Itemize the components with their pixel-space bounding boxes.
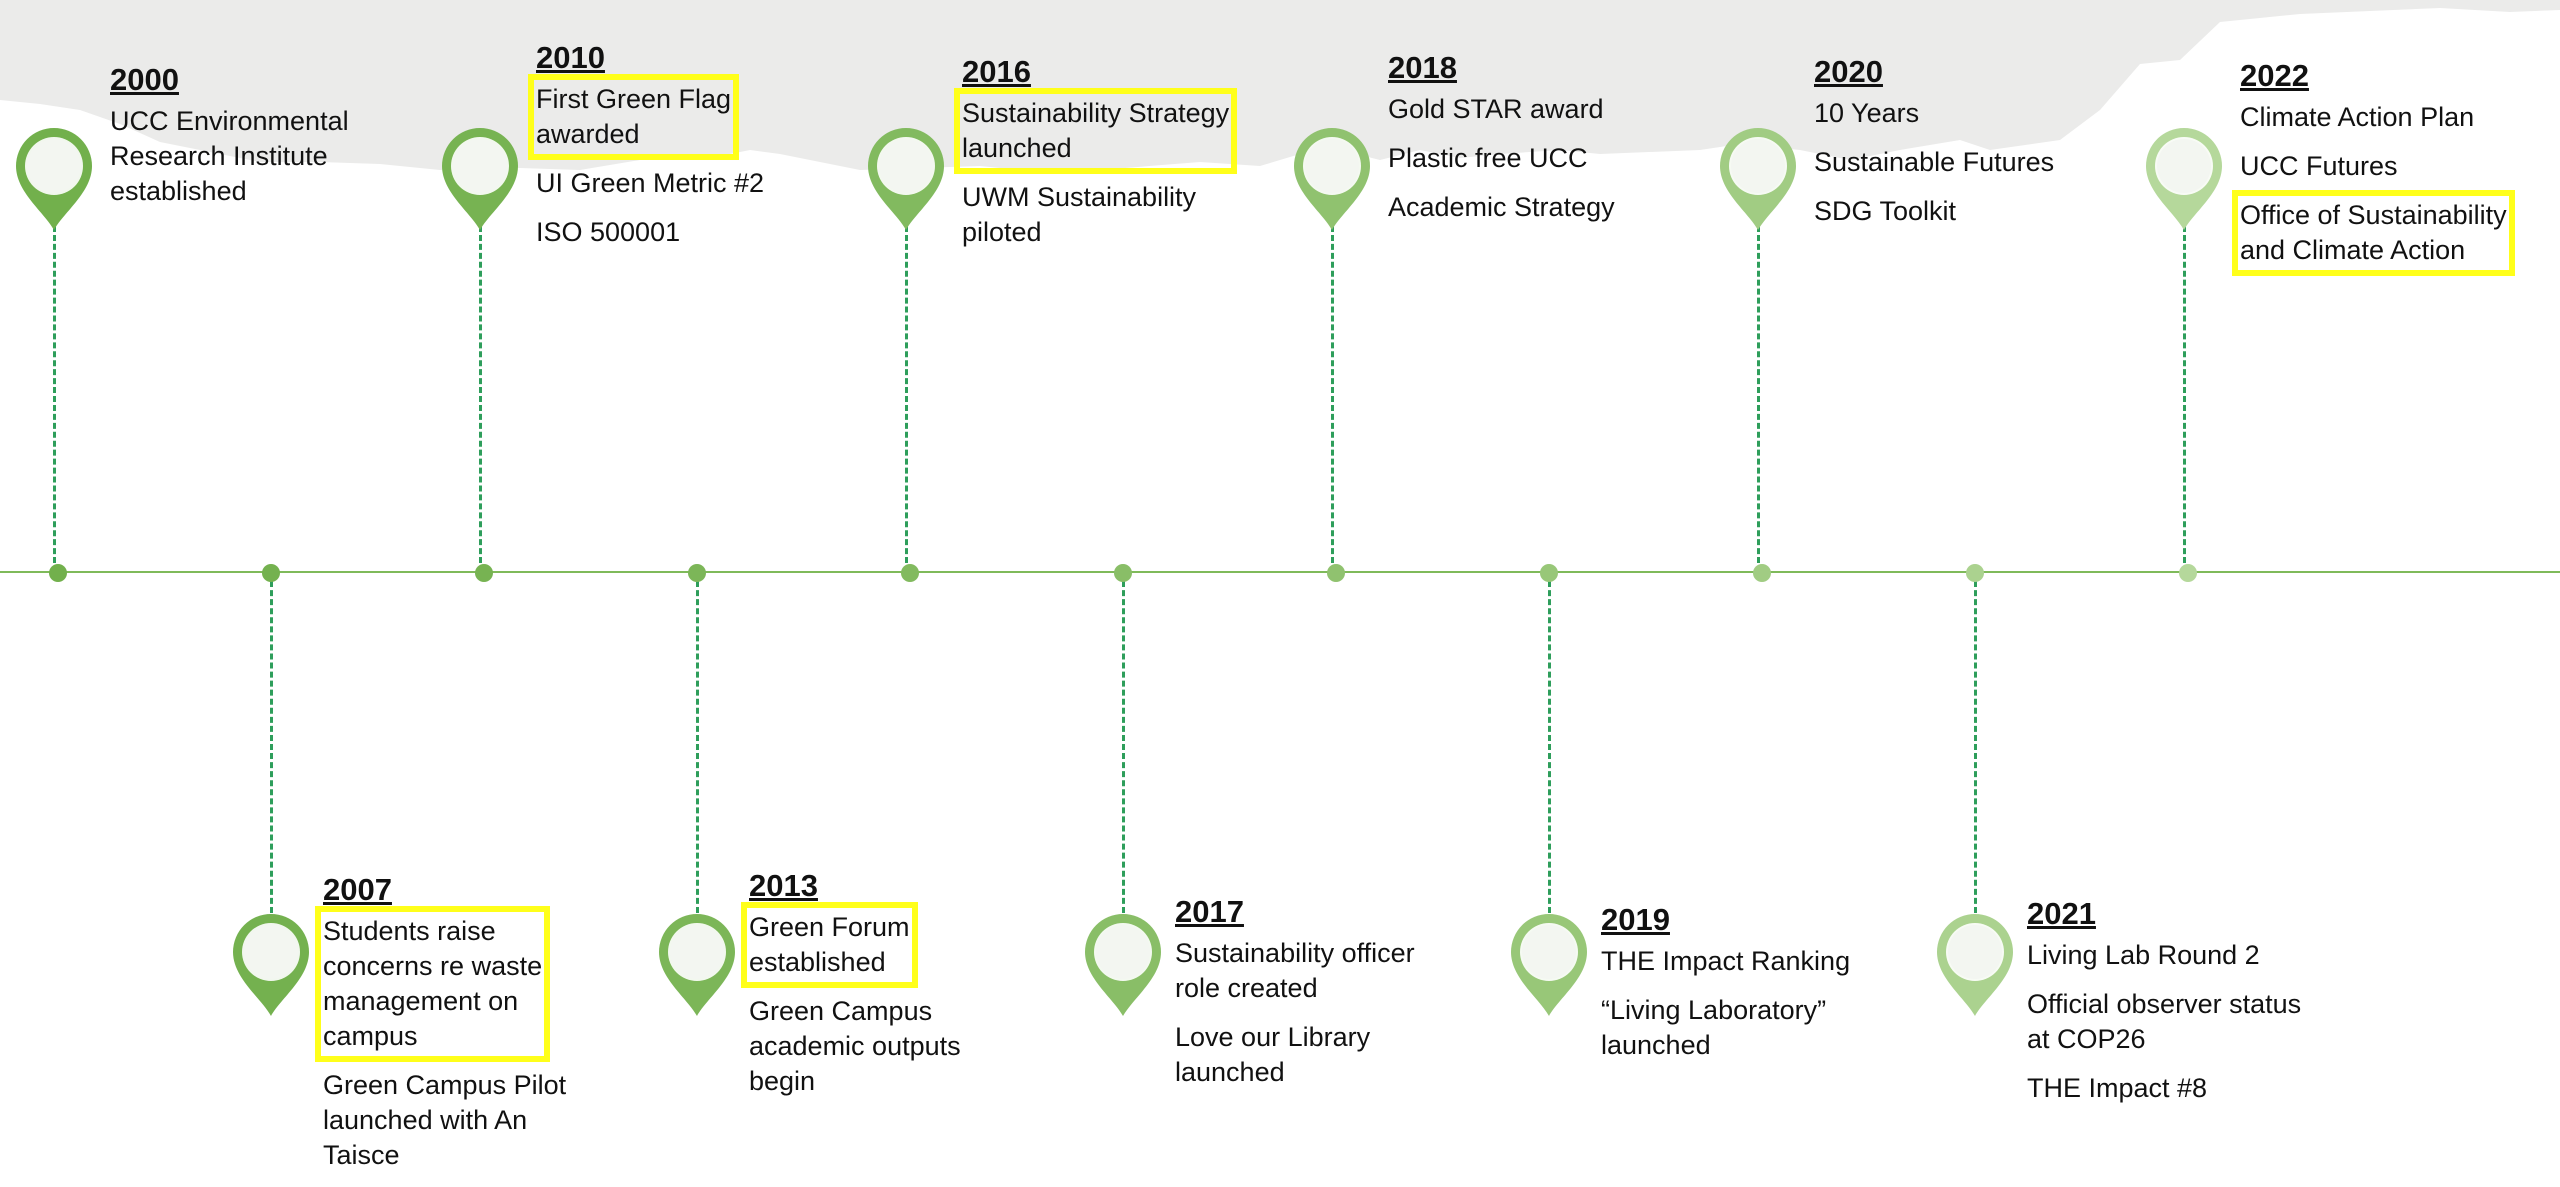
milestone-text: Green Campus academic outputs begin (749, 996, 961, 1096)
timeline-marker-2022 (2179, 564, 2197, 582)
event-year: 2018 (1388, 50, 1457, 85)
connector-line-2007 (270, 572, 273, 922)
timeline-marker-2018 (1327, 564, 1345, 582)
milestone-text: UCC Futures (2240, 151, 2398, 181)
location-pin-icon (14, 126, 94, 232)
timeline-marker-2020 (1753, 564, 1771, 582)
milestone-text: Love our Library launched (1175, 1022, 1371, 1087)
milestone-text: “Living Laboratory” launched (1601, 995, 1827, 1060)
milestone-text: Academic Strategy (1388, 192, 1615, 222)
timeline-marker-2016 (901, 564, 919, 582)
event-year: 2010 (536, 40, 605, 75)
connector-line-2019 (1548, 572, 1551, 922)
event-year: 2020 (1814, 54, 1883, 89)
location-pin-icon (440, 126, 520, 232)
location-pin-icon (866, 126, 946, 232)
event-year: 2000 (110, 62, 179, 97)
highlighted-milestone: Sustainability Strategy launched (953, 88, 1238, 174)
connector-line-2021 (1974, 572, 1977, 922)
timeline-marker-2000 (49, 564, 67, 582)
torn-paper-background (0, 0, 2560, 172)
milestone-text: ISO 500001 (536, 217, 681, 247)
location-pin-icon (2144, 126, 2224, 232)
event-year: 2021 (2027, 896, 2096, 931)
connector-line-2020 (1757, 226, 1760, 572)
connector-line-2016 (905, 226, 908, 572)
highlighted-milestone: Office of Sustainability and Climate Act… (2232, 190, 2515, 276)
location-pin-icon (1083, 912, 1163, 1018)
event-year: 2007 (323, 872, 392, 907)
milestone-text: UI Green Metric #2 (536, 168, 765, 198)
event-year: 2019 (1601, 902, 1670, 937)
location-pin-icon (657, 912, 737, 1018)
timeline-axis (0, 571, 2560, 573)
timeline-marker-2010 (475, 564, 493, 582)
milestone-text: SDG Toolkit (1814, 196, 1957, 226)
milestone-text: Living Lab Round 2 (2027, 940, 2260, 970)
connector-line-2022 (2183, 226, 2186, 572)
connector-line-2018 (1331, 226, 1334, 572)
timeline-marker-2013 (688, 564, 706, 582)
location-pin-icon (1935, 912, 2015, 1018)
milestone-text: Climate Action Plan (2240, 102, 2475, 132)
connector-line-2000 (53, 226, 56, 572)
connector-line-2013 (696, 572, 699, 922)
connector-line-2010 (479, 226, 482, 572)
timeline-marker-2017 (1114, 564, 1132, 582)
milestone-text: Sustainable Futures (1814, 147, 2055, 177)
milestone-text: THE Impact Ranking (1601, 946, 1851, 976)
milestone-text: Gold STAR award (1388, 94, 1604, 124)
event-year: 2022 (2240, 58, 2309, 93)
location-pin-icon (1292, 126, 1372, 232)
location-pin-icon (1509, 912, 1589, 1018)
timeline-marker-2007 (262, 564, 280, 582)
milestone-text: Official observer status at COP26 (2027, 989, 2302, 1054)
timeline-marker-2019 (1540, 564, 1558, 582)
milestone-text: THE Impact #8 (2027, 1073, 2208, 1103)
milestone-text: 10 Years (1814, 98, 1920, 128)
milestone-text: Green Campus Pilot launched with An Tais… (323, 1070, 567, 1170)
connector-line-2017 (1122, 572, 1125, 922)
milestone-text: Sustainability officer role created (1175, 938, 1415, 1003)
highlighted-milestone: Students raise concerns re waste managem… (314, 906, 551, 1062)
event-year: 2013 (749, 868, 818, 903)
timeline-marker-2021 (1966, 564, 1984, 582)
highlighted-milestone: First Green Flag awarded (527, 74, 740, 160)
milestone-text: Plastic free UCC (1388, 143, 1588, 173)
highlighted-milestone: Green Forum established (741, 902, 918, 988)
location-pin-icon (1718, 126, 1798, 232)
milestone-text: UCC Environmental Research Institute est… (110, 106, 349, 206)
milestone-text: UWM Sustainability piloted (962, 182, 1197, 247)
event-year: 2016 (962, 54, 1031, 89)
location-pin-icon (231, 912, 311, 1018)
event-year: 2017 (1175, 894, 1244, 929)
